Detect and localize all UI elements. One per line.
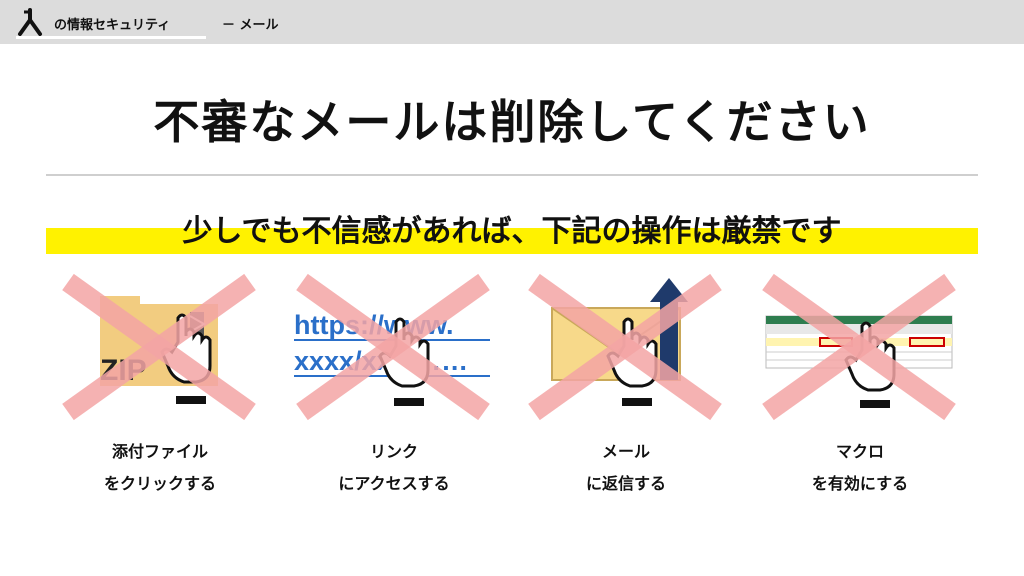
item-macro: マクロ を有効にする xyxy=(750,272,970,512)
caption-macro: マクロ を有効にする xyxy=(750,436,970,500)
caption-line1: 添付ファイル xyxy=(111,442,208,461)
zip-file-icon: ZIP xyxy=(62,273,256,421)
caption-attachment: 添付ファイル をクリックする xyxy=(50,436,270,500)
caption-line2: を有効にする xyxy=(811,474,909,493)
caption-line2: にアクセスする xyxy=(338,474,450,493)
link-url-icon: https://www. xxxx/xxx/…… xyxy=(294,273,490,421)
caption-line1: メール xyxy=(601,442,650,461)
divider xyxy=(46,174,978,176)
spreadsheet-icon xyxy=(762,273,956,421)
caption-line1: マクロ xyxy=(835,442,884,461)
item-attachment: ZIP 添付ファイル をクリックする xyxy=(50,272,270,512)
subtitle: 少しでも不信感があれば、下記の操作は厳禁です xyxy=(182,214,842,249)
brand-text: の情報セキュリティ xyxy=(54,18,171,33)
top-bar: の情報セキュリティ － メール xyxy=(0,0,1024,44)
page-title: 不審なメールは削除してください xyxy=(153,95,871,149)
brand-underline xyxy=(16,36,206,39)
caption-link: リンク にアクセスする xyxy=(284,436,504,500)
item-reply: メール に返信する xyxy=(516,272,736,512)
caption-line2: をクリックする xyxy=(103,474,216,493)
item-link: https://www. xxxx/xxx/…… リンク にアクセスする xyxy=(284,272,504,512)
envelope-icon xyxy=(528,273,722,421)
section-label: － メール xyxy=(222,18,279,33)
caption-reply: メール に返信する xyxy=(516,436,736,500)
caption-line1: リンク xyxy=(369,442,418,461)
person-logo-icon xyxy=(18,8,42,36)
subtitle-highlight xyxy=(46,228,978,254)
caption-line2: に返信する xyxy=(585,474,666,493)
